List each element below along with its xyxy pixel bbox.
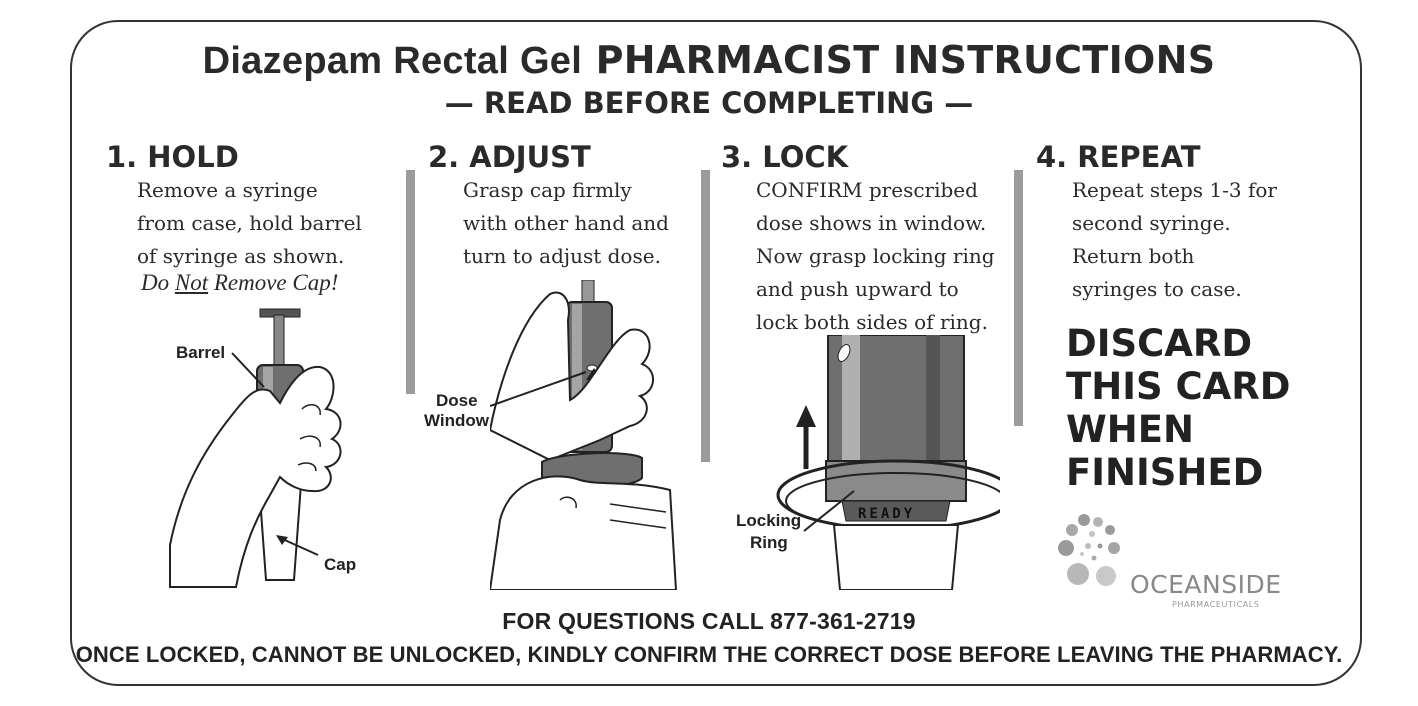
locking-ring-label: Locking [736,511,801,530]
step-1-line: Remove a syringe [137,178,318,202]
step-1-labels: Barrel Cap [176,343,356,574]
lock-warning: ONCE LOCKED, CANNOT BE UNLOCKED, KINDLY … [75,642,1343,667]
title-drug-name: Diazepam Rectal Gel [202,40,583,82]
step-4-text: Repeat steps 1-3 for second syringe. Ret… [1072,174,1277,306]
step-1-line: of syringe as shown. [137,244,345,268]
step-2-line: Grasp cap firmly [463,178,632,202]
discard-notice: DISCARD THIS CARD WHEN FINISHED [1066,322,1291,494]
dose-window-label: Dose [436,391,478,410]
lock-ring-illustration: READY [776,335,1000,590]
step-2-line: turn to adjust dose. [463,244,661,268]
column-divider-1 [406,170,415,394]
page-subtitle: — READ BEFORE COMPLETING — [444,86,974,120]
step-1-text: Remove a syringe from case, hold barrel … [137,174,362,273]
questions-phone: FOR QUESTIONS CALL 877-361-2719 [502,608,916,634]
hold-syringe-illustration [169,308,342,588]
step-3-labels: Locking Ring [736,511,801,552]
oceanside-logo-text: OCEANSIDE [1130,570,1282,599]
step-2-text: Grasp cap firmly with other hand and tur… [463,174,669,273]
step-3-line: and push upward to [756,277,959,301]
step-3-text: CONFIRM prescribed dose shows in window.… [756,174,995,339]
step-2-labels: Dose Window [424,391,490,430]
dose-window-label-2: Window [424,411,490,430]
step-3-line: lock both sides of ring. [756,310,988,334]
step-4-line: syringes to case. [1072,277,1242,301]
step-4-line: Repeat steps 1-3 for [1072,178,1277,202]
step-4-title: 4. REPEAT [1036,140,1201,174]
title-instructions: PHARMACIST INSTRUCTIONS [595,38,1216,82]
warning-underlined: Not [174,270,209,295]
step-1-line: from case, hold barrel [137,211,362,235]
cap-label: Cap [324,555,356,574]
step-3-line: dose shows in window. [756,211,987,235]
barrel-label: Barrel [176,343,225,362]
column-divider-3 [1014,170,1023,426]
step-4-line: Return both [1072,244,1195,268]
step-1-warning: Do Not Remove Cap! [141,270,339,295]
step-3-line: Now grasp locking ring [756,244,995,268]
column-divider-2 [701,170,710,462]
step-2-title: 2. ADJUST [428,140,591,174]
instruction-card [70,20,1362,686]
step-3-line: CONFIRM prescribed [756,178,978,202]
page-title: Diazepam Rectal Gel PHARMACIST INSTRUCTI… [0,38,1418,83]
oceanside-logo-subtext: PHARMACEUTICALS [1172,600,1260,609]
step-3-title: 3. LOCK [721,140,849,174]
locking-ring-label-2: Ring [750,533,788,552]
step-1-title: 1. HOLD [106,140,239,174]
step-2-line: with other hand and [463,211,669,235]
ready-marking: READY [858,506,915,522]
adjust-dose-illustration [490,280,678,590]
step-4-line: second syringe. [1072,211,1231,235]
oceanside-logo-icon [1058,514,1120,586]
